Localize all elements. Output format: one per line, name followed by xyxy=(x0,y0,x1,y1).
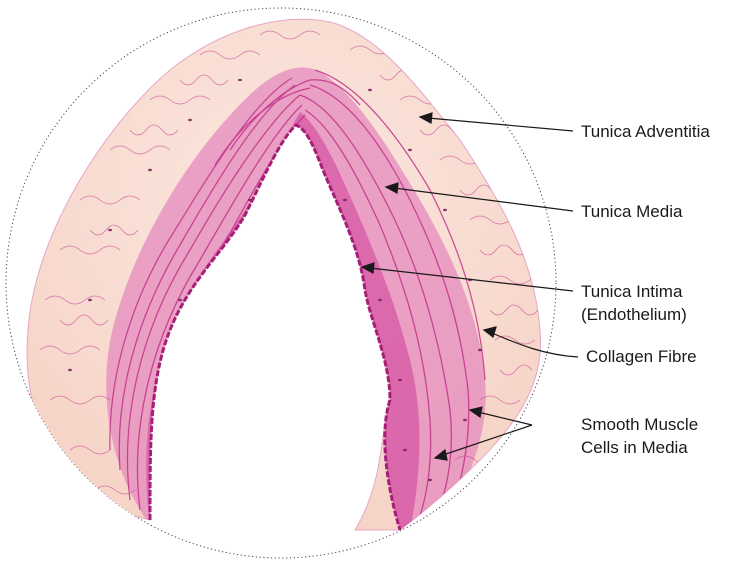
label-tunica-intima: Tunica Intima xyxy=(581,281,682,303)
label-cells-in-media: Cells in Media xyxy=(581,437,688,459)
label-smooth-muscle: Smooth Muscle xyxy=(581,414,698,436)
label-endothelium: (Endothelium) xyxy=(581,304,687,326)
label-collagen-fibre: Collagen Fibre xyxy=(586,346,697,368)
label-tunica-media: Tunica Media xyxy=(581,201,682,223)
label-tunica-adventitia: Tunica Adventitia xyxy=(581,121,710,143)
